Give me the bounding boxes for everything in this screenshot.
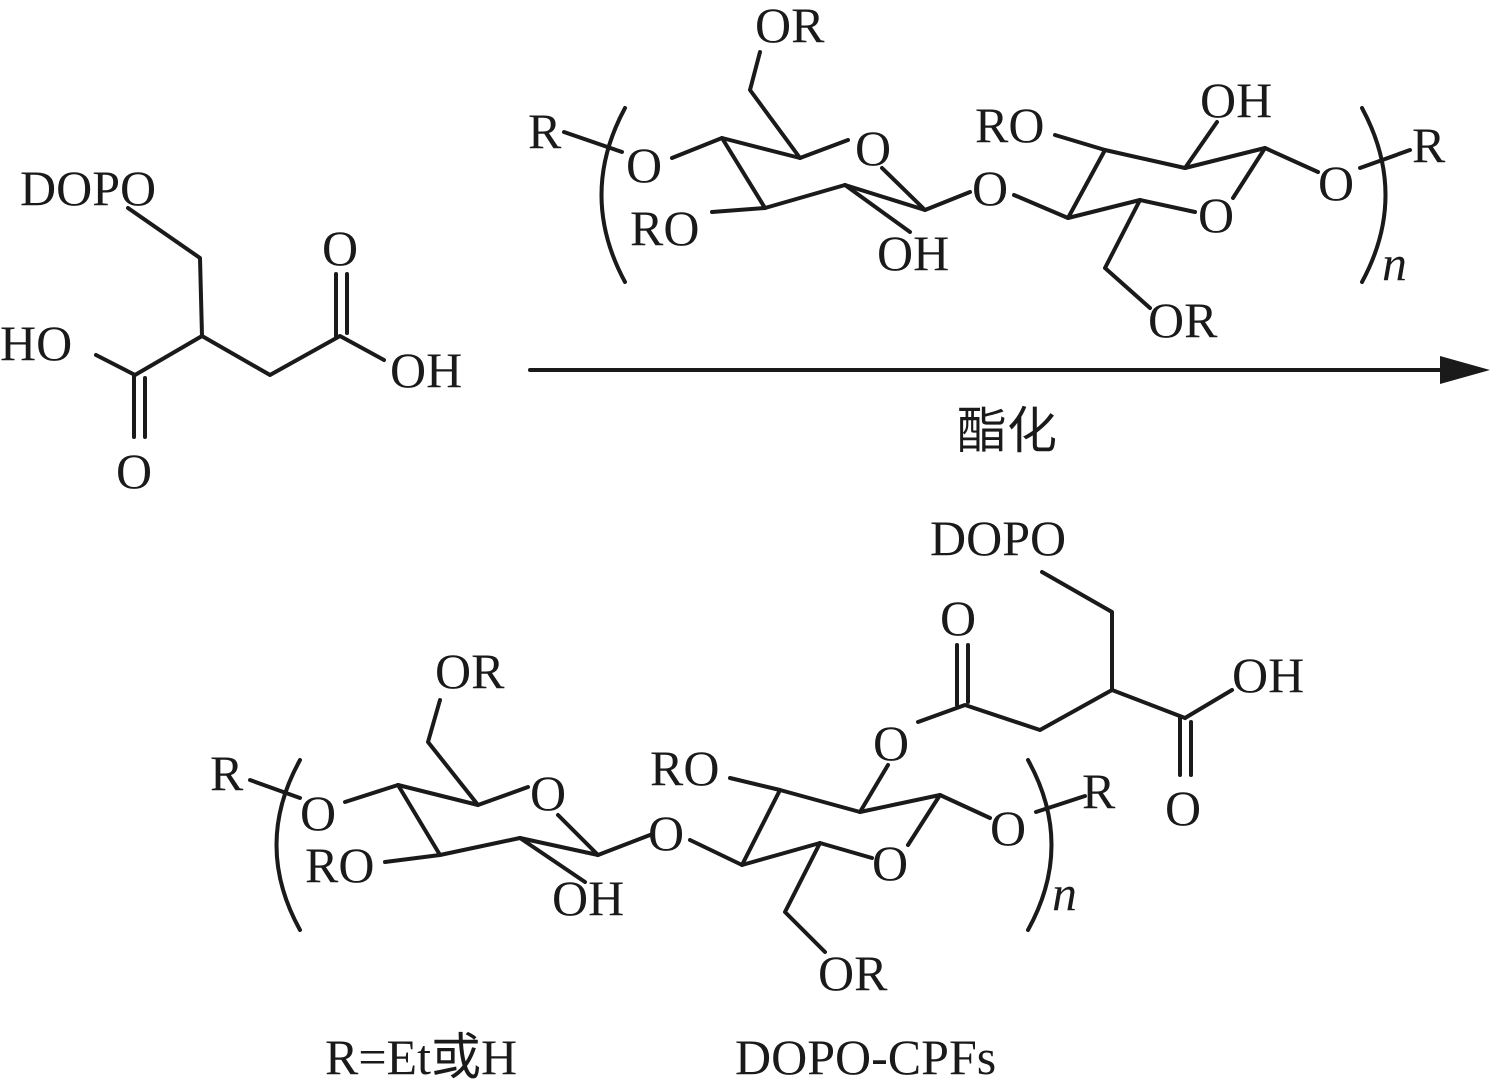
- reactant-carbonyl-o-top: O: [322, 220, 358, 276]
- product-bracket-right: [1026, 758, 1054, 932]
- cell-top-o-link-right: O: [1318, 155, 1354, 211]
- prod-ring1-oh: OH: [552, 870, 624, 926]
- footnote: R=Et或H DOPO-CPFs: [325, 1029, 996, 1084]
- prod-or-top: OR: [435, 643, 505, 699]
- prod-or-bottom: OR: [818, 945, 888, 1001]
- bracket-left: [599, 106, 627, 284]
- prod-dopo-label: DOPO: [930, 510, 1066, 566]
- reactant-carbonyl-o-bottom: O: [116, 443, 152, 499]
- prod-ring1-ro: RO: [305, 837, 374, 893]
- reaction-arrow: 酯化: [528, 356, 1490, 459]
- cell-top-end-right: R: [1412, 117, 1446, 173]
- product-bracket-left: [274, 758, 302, 932]
- cell-top-ring1-o: O: [855, 120, 891, 176]
- prod-repeat-n: n: [1052, 865, 1077, 921]
- prod-carbonyl-o: O: [940, 590, 976, 646]
- bracket-right: [1360, 106, 1388, 284]
- prod-ester-o: O: [873, 715, 909, 771]
- cell-top-or-top: OR: [755, 0, 825, 53]
- cell-top-ring1-oh: OH: [877, 225, 949, 281]
- cell-top-ring2-ro: RO: [975, 97, 1044, 153]
- cell-top-ring2-oh: OH: [1200, 72, 1272, 128]
- reactant-acid: DOPO HO OH O O: [0, 160, 462, 499]
- cell-top-end-left: R: [528, 103, 562, 159]
- reactant-dopo-label: DOPO: [20, 160, 156, 216]
- prod-o-link-right: O: [990, 800, 1026, 856]
- prod-ring1-o: O: [530, 765, 566, 821]
- reactant-ho-label: HO: [0, 315, 72, 371]
- prod-end-right: R: [1082, 763, 1116, 819]
- prod-end-left: R: [210, 745, 244, 801]
- reaction-condition-label: 酯化: [957, 403, 1057, 459]
- cell-top-o-link-left: O: [626, 137, 662, 193]
- prod-acid-o: O: [1165, 780, 1201, 836]
- reactant-cellulose: R O OR O RO OH O RO OH O O OR R n: [528, 0, 1446, 348]
- cell-top-ring1-ro: RO: [630, 200, 699, 256]
- prod-acid-oh: OH: [1232, 647, 1304, 703]
- cell-top-glycosidic-o: O: [972, 160, 1008, 216]
- cell-top-or-bottom: OR: [1148, 292, 1218, 348]
- cell-top-repeat-n: n: [1382, 235, 1407, 291]
- prod-ring2-ro: RO: [650, 740, 719, 796]
- product-structure: R O OR O RO OH O RO O O O OR R n DOPO O …: [210, 510, 1304, 1001]
- reactant-oh-label: OH: [390, 342, 462, 398]
- prod-ring2-o: O: [872, 835, 908, 891]
- prod-glycosidic-o: O: [648, 805, 684, 861]
- prod-o-link-left: O: [300, 785, 336, 841]
- product-name-label: DOPO-CPFs: [735, 1029, 996, 1084]
- cell-top-ring2-o: O: [1198, 187, 1234, 243]
- r-definition-label: R=Et或H: [325, 1029, 517, 1084]
